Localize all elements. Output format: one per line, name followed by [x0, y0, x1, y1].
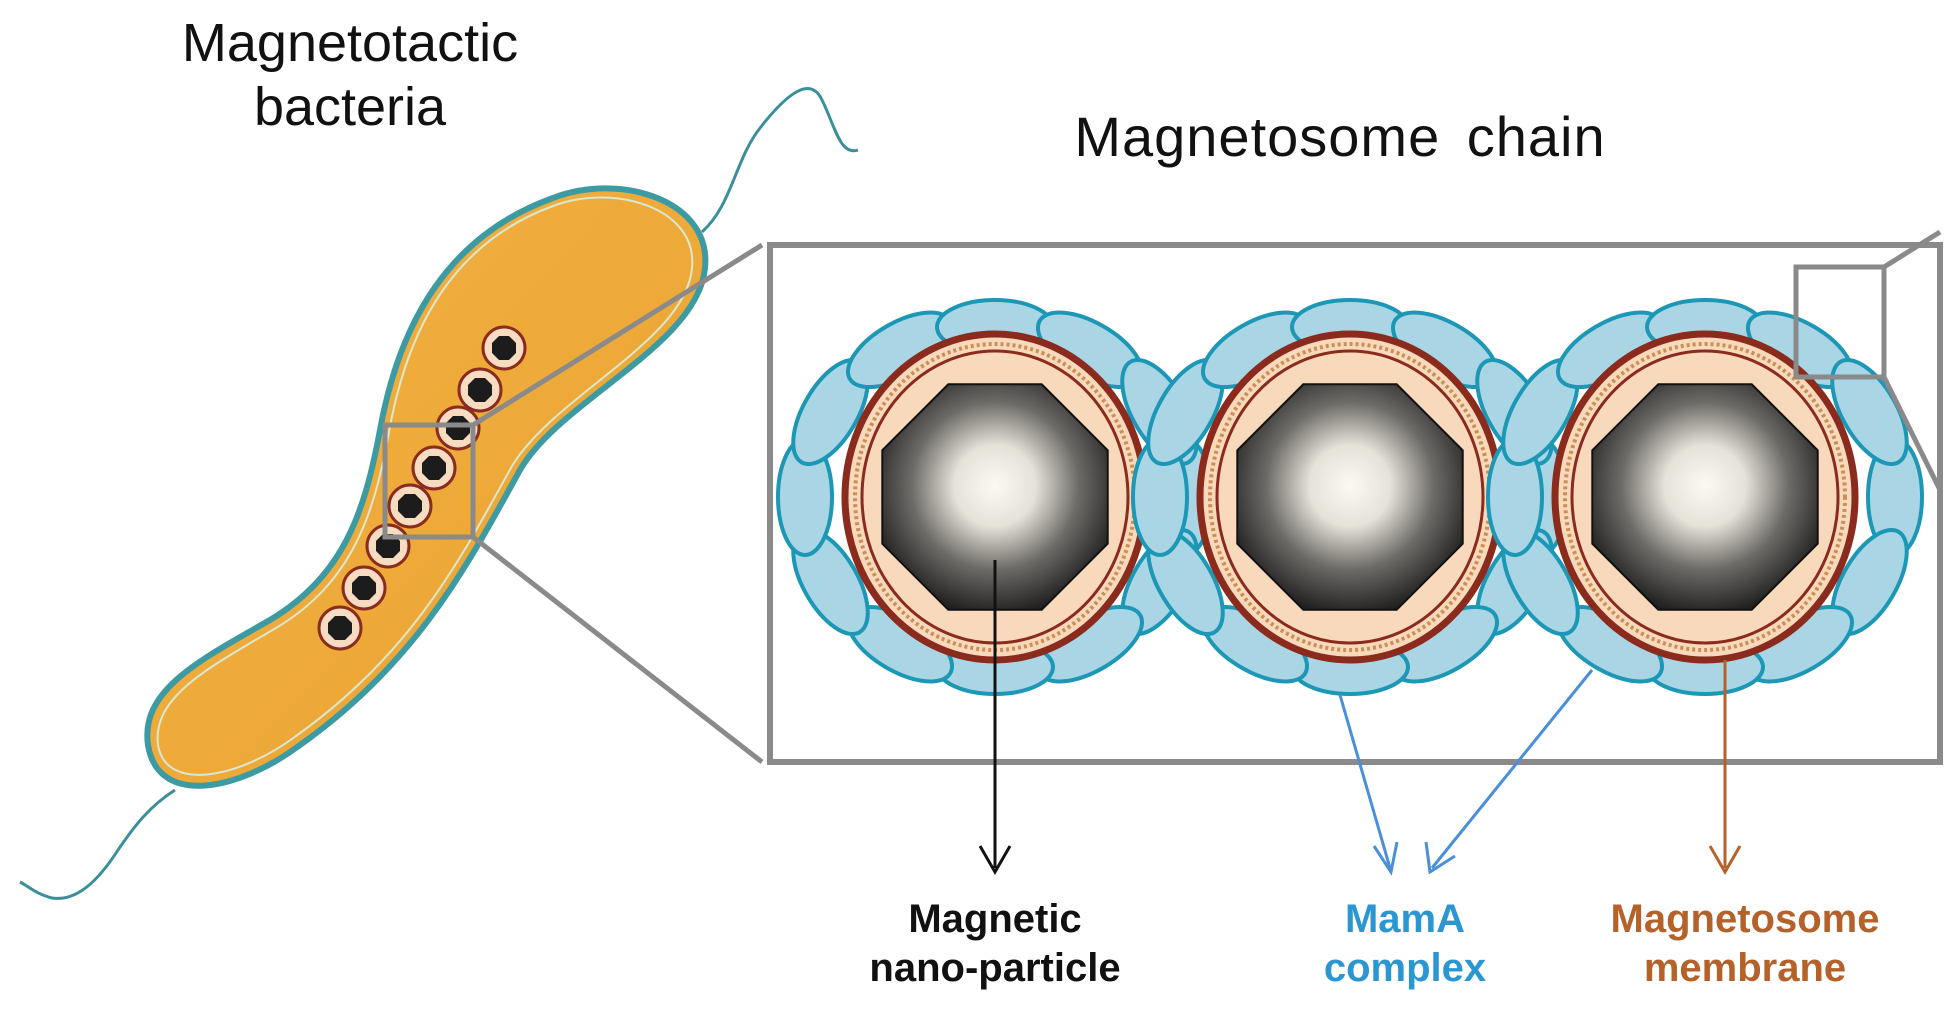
membrane-label-line2: membrane: [1643, 945, 1847, 990]
mini-crystal: [422, 456, 446, 480]
nanoparticle-label-line1: Magnetic: [908, 897, 1082, 941]
membrane-inner-edge: [1215, 349, 1485, 645]
nanoparticle-arrowhead: [978, 845, 1012, 876]
mini-crystal: [468, 378, 492, 402]
mama-arrowhead-right: [1424, 841, 1456, 875]
nanoparticle-label-line2: nano-particle: [869, 945, 1121, 990]
membrane-zoom-box: [1793, 264, 1887, 380]
magnetic-crystal: [1591, 383, 1819, 611]
mama-arrow-right: [1430, 669, 1594, 869]
bacteria-title-line1: Magnetotactic: [181, 13, 519, 73]
mini-crystal: [376, 534, 400, 558]
mini-crystal: [398, 494, 422, 518]
mama-arrowhead-left: [1372, 841, 1399, 876]
magnetosome-chain-detail: [776, 298, 1924, 696]
nanoparticle-label: Magnetic nano-particle: [830, 895, 1160, 993]
flagellum-top: [700, 87, 859, 234]
mini-crystal: [446, 416, 470, 440]
mini-crystal: [492, 336, 516, 360]
bacterium-inner-membrane: [156, 196, 694, 776]
bacteria-title-line2: bacteria: [253, 76, 447, 137]
membrane-inner-layer: [1563, 342, 1847, 652]
mama-label: MamA complex: [1270, 895, 1540, 993]
chain-title: Magnetosome chain: [1074, 105, 1606, 168]
membrane-zoom-line-top: [1882, 229, 1942, 270]
bacterium-zoom-box: [382, 422, 476, 540]
membrane-inner-edge: [1570, 349, 1840, 645]
magnetic-crystal: [881, 383, 1109, 611]
mama-arrow-left: [1338, 694, 1392, 869]
bacterium-magnetosome-chain: [317, 325, 527, 651]
magnetic-crystal: [1236, 383, 1464, 611]
bacteria-title: Magnetotactic bacteria: [120, 12, 580, 139]
membrane-arrowhead: [1708, 845, 1742, 876]
mama-label-line2: complex: [1323, 945, 1487, 990]
pointer-arrows: [978, 560, 1742, 876]
membrane-label: Magnetosome membrane: [1575, 895, 1915, 993]
membrane-zoom-line-bottom: [1881, 375, 1943, 492]
zoom-line-bottom: [471, 535, 764, 764]
mini-crystal: [352, 576, 376, 600]
mama-label-line1: MamA: [1344, 897, 1466, 941]
flagellum-bottom: [19, 788, 176, 900]
mini-crystal: [328, 616, 352, 640]
membrane-label-line1: Magnetosome: [1610, 897, 1880, 941]
zoom-line-top: [471, 242, 764, 428]
